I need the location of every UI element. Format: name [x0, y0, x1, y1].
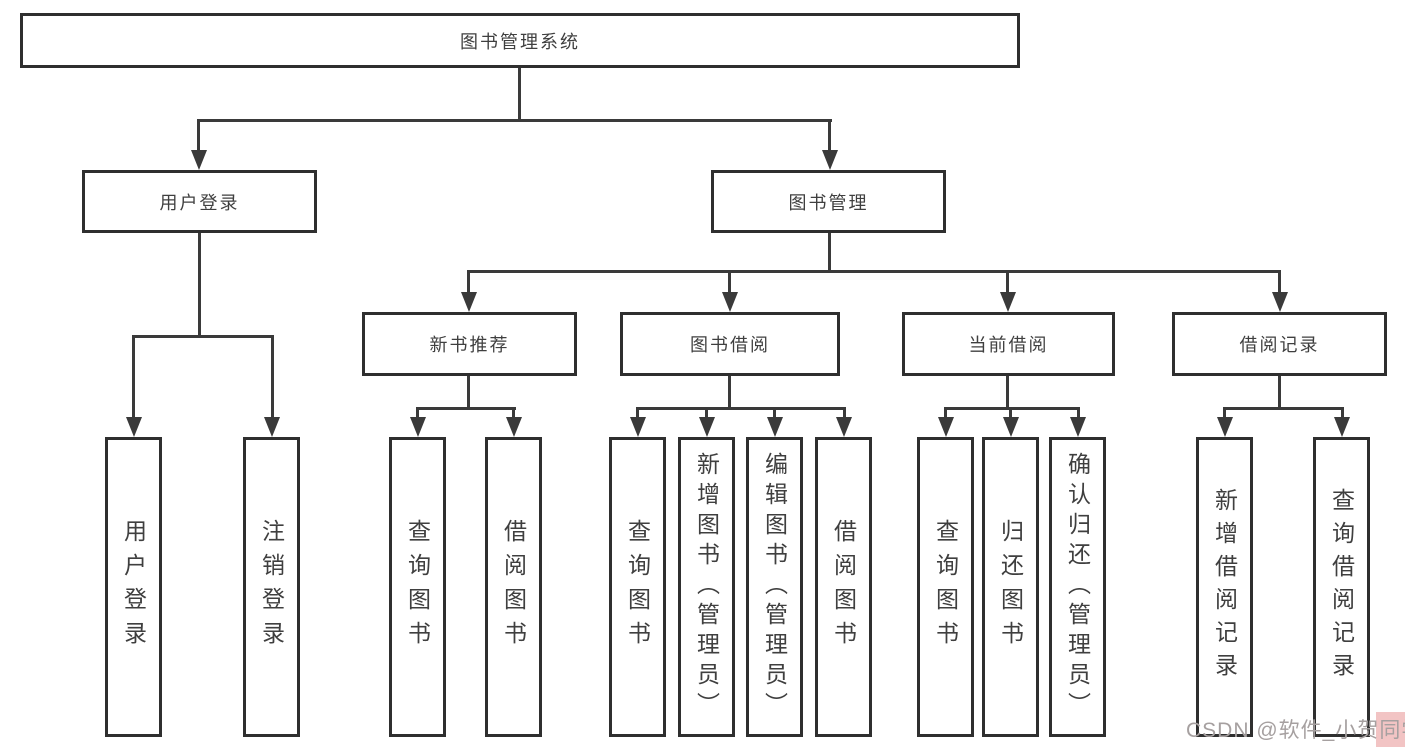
- leaf-query-borrow-record: 查询借阅记录: [1313, 437, 1370, 737]
- connector-drop-user-login: [197, 119, 200, 152]
- connector-drop: [416, 407, 419, 420]
- arrowhead-leaf-login: [126, 417, 142, 437]
- node-borrow-records: 借阅记录: [1172, 312, 1387, 376]
- leaf-label: 查询图书: [932, 519, 959, 655]
- leaf-label: 查询图书: [624, 519, 651, 655]
- node-user-login: 用户登录: [82, 170, 317, 233]
- arrowhead: [1217, 417, 1233, 437]
- arrowhead: [506, 417, 522, 437]
- leaf-borrow-books-recommend: 借阅图书: [485, 437, 542, 737]
- connector-drop-book-borrow: [728, 270, 731, 295]
- arrowhead: [836, 417, 852, 437]
- arrowhead: [767, 417, 783, 437]
- connector-drop: [1009, 407, 1012, 420]
- connector-bookborrow-stem: [728, 376, 731, 409]
- connector-drop-borrow-record: [1278, 270, 1281, 295]
- connector-drop: [944, 407, 947, 420]
- arrowhead-current-borrow: [1000, 292, 1016, 312]
- leaf-label: 用户登录: [120, 519, 147, 655]
- connector-borrowrecord-hbar: [1223, 407, 1344, 410]
- connector-root-stem: [518, 68, 521, 121]
- leaf-add-borrow-record: 新增借阅记录: [1196, 437, 1253, 737]
- node-label: 新书推荐: [429, 335, 510, 355]
- leaf-query-books-current: 查询图书: [917, 437, 974, 737]
- connector-userlogin-hbar: [132, 335, 274, 338]
- arrowhead-book-borrow: [722, 292, 738, 312]
- arrowhead: [1334, 417, 1350, 437]
- connector-currentborrow-stem: [1006, 376, 1009, 409]
- node-new-book-recommend: 新书推荐: [362, 312, 577, 376]
- arrowhead-leaf-logout: [264, 417, 280, 437]
- connector-drop: [705, 407, 708, 420]
- connector-newbook-stem: [467, 376, 470, 409]
- watermark-text: CSDN @软件_小贺同学: [1186, 719, 1405, 742]
- node-root-library-system: 图书管理系统: [20, 13, 1020, 68]
- connector-drop: [1341, 407, 1344, 420]
- leaf-edit-book-admin: 编辑图书（管理员）: [746, 437, 803, 737]
- node-book-management: 图书管理: [711, 170, 946, 233]
- connector-drop-book-mgmt: [828, 119, 831, 152]
- leaf-label: 借阅图书: [500, 519, 527, 655]
- connector-borrowrecord-stem: [1278, 376, 1281, 409]
- connector-bookmgmt-stem: [828, 233, 831, 272]
- leaf-query-books-recommend: 查询图书: [389, 437, 446, 737]
- connector-drop: [1223, 407, 1226, 420]
- leaf-confirm-return-admin: 确认归还（管理员）: [1049, 437, 1106, 737]
- node-label: 图书借阅: [690, 335, 770, 355]
- arrowhead: [938, 417, 954, 437]
- connector-drop-new-book: [467, 270, 470, 295]
- connector-drop: [773, 407, 776, 420]
- leaf-label: 归还图书: [997, 519, 1024, 655]
- leaf-label: 借阅图书: [830, 519, 857, 655]
- arrowhead: [1070, 417, 1086, 437]
- arrowhead-user-login: [191, 150, 207, 170]
- connector-newbook-hbar: [416, 407, 516, 410]
- node-label: 借阅记录: [1239, 335, 1320, 355]
- arrowhead-book-mgmt: [822, 150, 838, 170]
- arrowhead-borrow-record: [1272, 292, 1288, 312]
- watermark-accent-block: [1376, 712, 1405, 747]
- node-book-borrowing: 图书借阅: [620, 312, 840, 376]
- leaf-label: 确认归还（管理员）: [1064, 452, 1091, 722]
- node-label: 用户登录: [159, 192, 240, 213]
- leaf-user-login: 用户登录: [105, 437, 162, 737]
- connector-drop: [636, 407, 639, 420]
- connector-root-hbar: [197, 119, 832, 122]
- connector-currentborrow-hbar: [944, 407, 1080, 410]
- node-label: 图书管理系统: [460, 31, 580, 52]
- arrowhead: [699, 417, 715, 437]
- leaf-label: 注销登录: [258, 519, 285, 655]
- connector-drop: [843, 407, 846, 420]
- connector-drop-current-borrow: [1006, 270, 1009, 295]
- connector-bookmgmt-hbar: [467, 270, 1281, 273]
- node-current-borrowing: 当前借阅: [902, 312, 1115, 376]
- connector-drop-leaf-logout: [271, 335, 274, 420]
- leaf-logout: 注销登录: [243, 437, 300, 737]
- leaf-borrow-books: 借阅图书: [815, 437, 872, 737]
- leaf-return-books: 归还图书: [982, 437, 1039, 737]
- connector-bookborrow-hbar: [636, 407, 846, 410]
- connector-drop-leaf-login: [132, 335, 135, 420]
- leaf-label: 查询图书: [404, 519, 431, 655]
- connector-drop: [1077, 407, 1080, 420]
- connector-drop: [512, 407, 515, 420]
- leaf-label: 查询借阅记录: [1328, 488, 1355, 686]
- node-label: 图书管理: [788, 192, 869, 213]
- arrowhead: [1003, 417, 1019, 437]
- arrowhead: [410, 417, 426, 437]
- leaf-query-books-borrow: 查询图书: [609, 437, 666, 737]
- arrowhead-new-book: [461, 292, 477, 312]
- leaf-label: 编辑图书（管理员）: [761, 452, 788, 722]
- leaf-label: 新增借阅记录: [1211, 488, 1238, 686]
- node-label: 当前借阅: [968, 335, 1049, 355]
- arrowhead: [630, 417, 646, 437]
- connector-userlogin-stem: [198, 233, 201, 337]
- leaf-add-book-admin: 新增图书（管理员）: [678, 437, 735, 737]
- leaf-label: 新增图书（管理员）: [693, 452, 720, 722]
